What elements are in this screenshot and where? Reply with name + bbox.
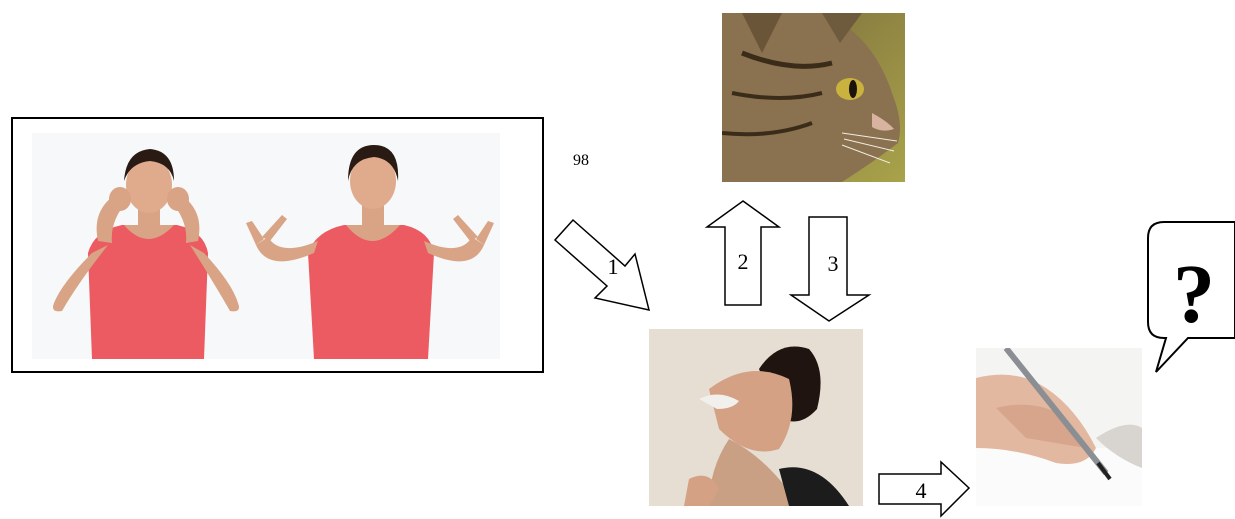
arrow-2: 2 xyxy=(704,200,782,306)
arrow-3-label: 3 xyxy=(828,251,839,276)
arrow-4-label: 4 xyxy=(916,478,927,503)
woman-looking-up-image xyxy=(649,329,863,506)
arrow-2-label: 2 xyxy=(738,249,749,274)
arrow-3: 3 xyxy=(788,216,872,322)
writing-hand-image xyxy=(976,348,1142,506)
signing-woman-left xyxy=(53,149,239,359)
arrow-4: 4 xyxy=(878,460,971,518)
sign-language-photo-frame xyxy=(11,117,544,373)
speech-bubble: ? xyxy=(1147,221,1235,373)
cat-image xyxy=(722,13,905,182)
question-mark: ? xyxy=(1173,248,1215,341)
page-number: 98 xyxy=(573,152,589,169)
cat-photo xyxy=(722,13,905,182)
arrow-1-label: 1 xyxy=(608,254,619,279)
signing-women-image xyxy=(32,133,500,359)
signing-woman-right xyxy=(246,145,494,359)
woman-looking-up-photo xyxy=(649,329,863,506)
arrow-1: 1 xyxy=(553,218,651,311)
sign-language-photo xyxy=(32,133,500,359)
writing-hand-photo xyxy=(976,348,1142,506)
